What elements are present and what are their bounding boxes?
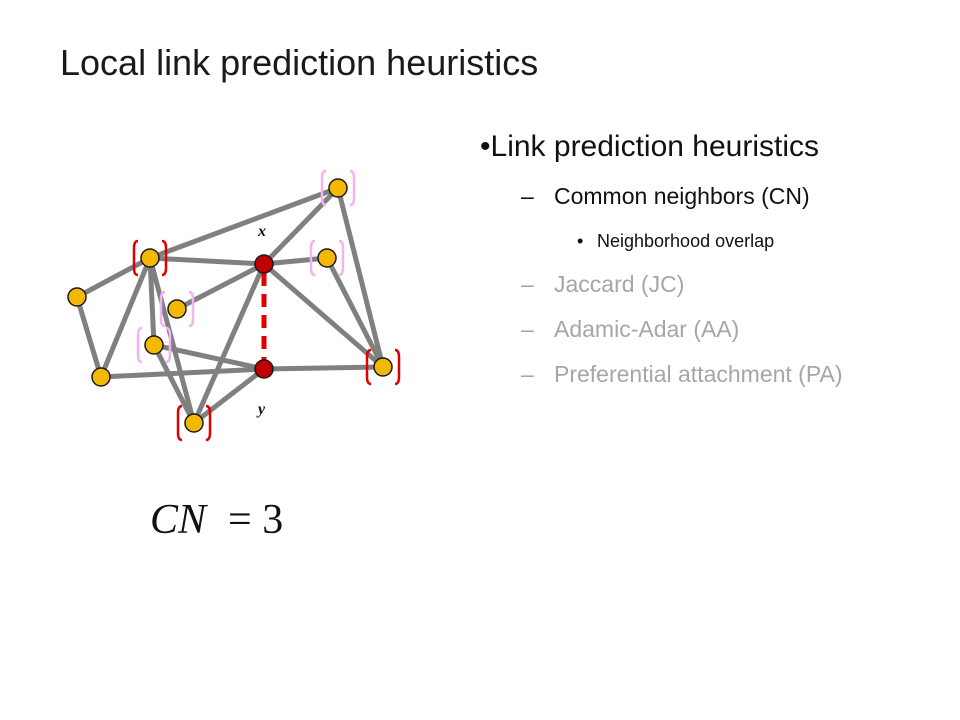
neighbor-brackets [132, 169, 401, 442]
graph-node [91, 367, 111, 387]
graph-edge [261, 364, 386, 372]
graph-edge [174, 261, 267, 312]
neighbor-bracket [309, 239, 345, 277]
graph-edge [151, 342, 197, 426]
graph-edge [98, 255, 153, 380]
node-x [254, 254, 274, 274]
bullet-item-label: Preferential attachment (PA) [554, 361, 843, 387]
bullet-item-label: Common neighbors (CN) [554, 183, 810, 209]
graph-edge [261, 261, 386, 370]
dash-marker: – [521, 183, 534, 209]
dash-marker: – [521, 316, 534, 342]
bullet-item-label: Adamic-Adar (AA) [554, 316, 740, 342]
graph-edge [324, 255, 386, 370]
graph-edge [147, 255, 157, 348]
bullet-item-pa: –Preferential attachment (PA) [521, 361, 842, 388]
neighbor-bracket [320, 169, 356, 207]
formula-rhs: 3 [262, 497, 284, 543]
graph-edge [261, 185, 341, 267]
graph-node [184, 413, 204, 433]
dash-marker: – [521, 271, 534, 297]
graph-node [140, 248, 160, 268]
bullet-main: •Link prediction heuristics [480, 130, 820, 163]
neighbor-bracket [132, 239, 168, 277]
graph-node [67, 287, 87, 307]
dash-marker: – [521, 361, 534, 387]
graph-node [328, 178, 348, 198]
sub-bullet-label: Neighborhood overlap [597, 231, 775, 251]
graph-node [373, 357, 393, 377]
bullet-item-label: Jaccard (JC) [554, 271, 685, 297]
bullet-item-aa: –Adamic-Adar (AA) [521, 316, 739, 343]
bullet-item-jc: –Jaccard (JC) [521, 271, 684, 298]
graph-edge [147, 255, 267, 267]
slide-title: Local link prediction heuristics [60, 42, 539, 83]
graph-edge [74, 294, 104, 380]
formula-lhs: CN [150, 497, 207, 543]
graph-node [167, 299, 187, 319]
node-x-label: x [257, 223, 266, 240]
neighbor-bracket [365, 348, 401, 386]
bullet-main-label: Link prediction heuristics [490, 130, 820, 163]
neighbor-bracket [159, 290, 195, 328]
graph-nodes [67, 178, 393, 433]
sub-bullet-neighborhood-overlap: • Neighborhood overlap [577, 231, 774, 252]
neighbor-bracket [176, 404, 212, 442]
graph-edge [147, 185, 341, 261]
graph-edge [261, 255, 330, 267]
dot-marker: • [577, 231, 584, 251]
bullet-item-cn: –Common neighbors (CN) [521, 183, 810, 210]
cn-formula: CN = 3 [150, 496, 283, 544]
graph-edge [335, 185, 386, 370]
graph-edge [151, 342, 267, 372]
graph-edge [98, 366, 267, 380]
graph-edge [147, 255, 197, 426]
graph-edge [74, 255, 153, 300]
graph-node [144, 335, 164, 355]
node-y [254, 359, 274, 379]
graph-node [317, 248, 337, 268]
graph-edge [191, 366, 267, 426]
neighbor-bracket [136, 326, 172, 364]
node-y-label: y [256, 401, 266, 418]
graph-edge [191, 261, 267, 426]
graph-edges [74, 185, 386, 426]
formula-operator: = [228, 497, 252, 543]
